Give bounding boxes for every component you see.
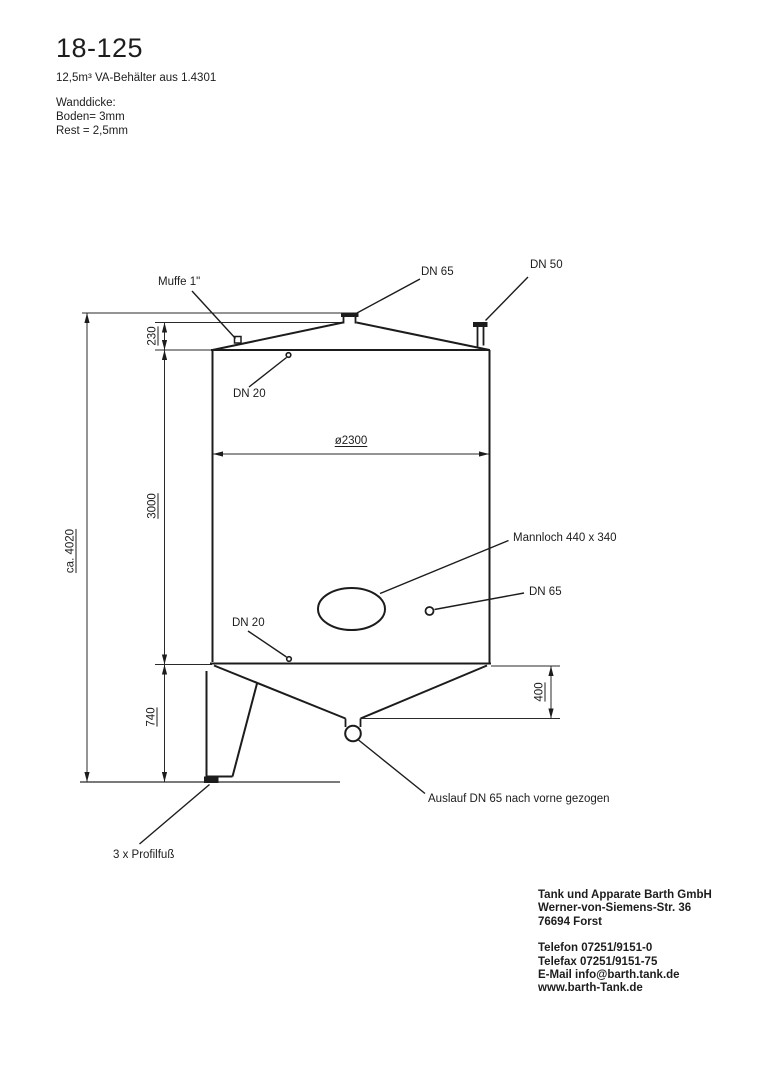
company-block: Tank und Apparate Barth GmbH Werner-von-…	[538, 889, 712, 996]
leader-dn20-bottom	[247, 630, 287, 658]
manhole-ellipse	[317, 587, 386, 631]
leader-feet	[139, 783, 210, 845]
leader-dn65-top	[356, 278, 421, 314]
company-email: E-Mail info@barth.tank.de	[538, 969, 680, 982]
dim-total-height: ca. 4020	[64, 528, 77, 574]
dn20-top-port	[285, 351, 292, 359]
dn65-side-label: DN 65	[529, 586, 562, 598]
dn65-top-nozzle	[342, 316, 357, 324]
diameter-label: ø2300	[334, 435, 368, 447]
wall-thickness-rest: Rest = 2,5mm	[56, 124, 128, 137]
dn20-bottom-port	[285, 655, 293, 663]
auslauf-label: Auslauf DN 65 nach vorne gezogen	[428, 793, 610, 805]
leader-auslauf	[358, 739, 426, 795]
foot-plate	[204, 776, 219, 783]
roof-left	[212, 321, 344, 351]
leader-dn50	[484, 276, 529, 321]
dn65-side-port	[424, 606, 435, 616]
company-name: Tank und Apparate Barth GmbH	[538, 889, 712, 901]
muffe-label: Muffe 1"	[158, 276, 201, 288]
dim-roof-height: 230	[146, 326, 159, 346]
company-street: Werner-von-Siemens-Str. 36	[538, 902, 692, 915]
drawing-description: 12,5m³ VA-Behälter aus 1.4301	[56, 72, 217, 84]
dn65-top-label: DN 65	[421, 266, 454, 278]
tank-outline	[204, 312, 491, 783]
profile-leg	[205, 671, 258, 778]
company-phone: Telefon 07251/9151-0	[538, 942, 653, 955]
dim-cone-height: 740	[145, 707, 158, 727]
outlet-neck	[344, 718, 362, 727]
company-fax: Telefax 07251/9151-75	[538, 955, 658, 968]
dn65-top-flange	[341, 312, 359, 317]
wall-thickness-bottom: Boden= 3mm	[56, 110, 125, 123]
leader-dn20-top	[248, 356, 287, 388]
dn50-nozzle	[476, 327, 485, 347]
cone-right	[360, 664, 488, 720]
muffe-fitting	[233, 335, 242, 344]
dn50-flange	[473, 322, 488, 327]
leader-lines	[139, 276, 529, 845]
leader-dn65-side	[434, 592, 525, 611]
mannloch-label: Mannloch 440 x 340	[513, 532, 617, 544]
cone-left	[213, 664, 346, 720]
company-city: 76694 Forst	[538, 915, 602, 928]
dimension-arrows	[84, 313, 554, 782]
company-website: www.barth-Tank.de	[538, 982, 643, 995]
dn20-top-label: DN 20	[233, 388, 266, 400]
leader-mannloch	[379, 539, 509, 595]
feet-label: 3 x Profilfuß	[113, 849, 175, 861]
dim-shell-height: 3000	[146, 493, 159, 519]
wall-thickness-block: Wanddicke: Boden= 3mm Rest = 2,5mm	[56, 97, 128, 138]
leader-muffe	[191, 290, 237, 339]
dn20-bottom-label: DN 20	[232, 617, 265, 629]
wall-thickness-heading: Wanddicke:	[56, 97, 116, 109]
roof-right	[356, 321, 490, 351]
drawing-number: 18-125	[56, 33, 144, 63]
dim-outlet-offset: 400	[533, 682, 546, 702]
dn50-label: DN 50	[530, 259, 563, 271]
outlet-circle	[344, 724, 362, 743]
